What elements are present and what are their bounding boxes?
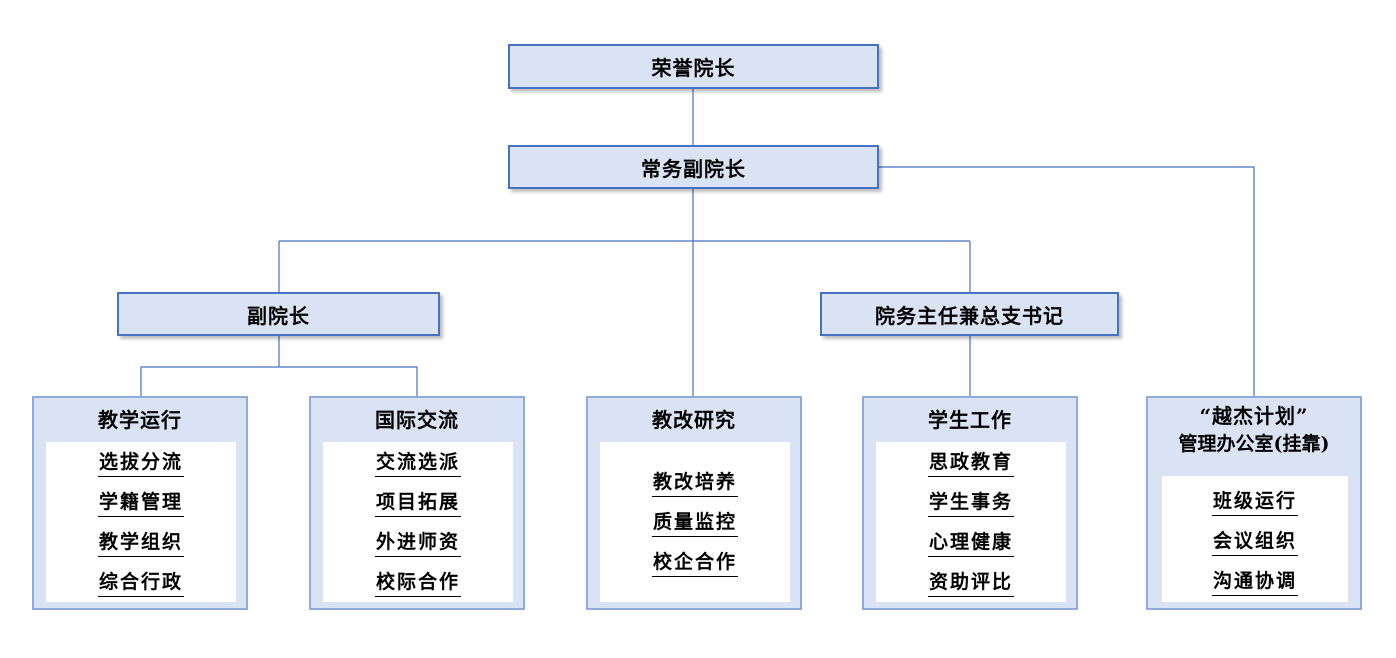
honorary-dean-box: 荣誉院长 <box>508 44 879 89</box>
dept-items-panel: 班级运行 会议组织 沟通协调 <box>1162 476 1348 602</box>
connector-executive-to-yuejie <box>879 166 1255 396</box>
dept-item: 学籍管理 <box>97 489 184 517</box>
dept-items-panel: 交流选派 项目拓展 外进师资 校际合作 <box>323 442 513 602</box>
connector-to-teaching-and-intl <box>140 366 418 396</box>
vice-dean-label: 副院长 <box>247 303 310 328</box>
dept-teaching-reform: 教改研究 教改培养 质量监控 校企合作 <box>586 396 802 610</box>
dept-item: 综合行政 <box>97 569 184 597</box>
office-director-label: 院务主任兼总支书记 <box>875 303 1064 328</box>
dept-item: 会议组织 <box>1211 528 1298 556</box>
dept-items-panel: 思政教育 学生事务 心理健康 资助评比 <box>876 442 1066 602</box>
dept-item: 校际合作 <box>374 569 461 597</box>
honorary-dean-label: 荣誉院长 <box>651 56 736 80</box>
dept-item: 质量监控 <box>651 509 738 537</box>
dept-item: 学生事务 <box>927 489 1014 517</box>
dept-title: 教改研究 <box>652 408 736 432</box>
executive-vice-dean-label: 常务副院长 <box>641 156 746 181</box>
executive-vice-dean-box: 常务副院长 <box>508 145 879 189</box>
dept-international-exchange: 国际交流 交流选派 项目拓展 外进师资 校际合作 <box>309 396 525 610</box>
dept-item: 沟通协调 <box>1211 568 1298 596</box>
dept-title-line1: “越杰计划” <box>1199 404 1309 428</box>
dept-item: 交流选派 <box>374 449 461 477</box>
dept-title-line2: 管理办公室(挂靠) <box>1178 433 1330 455</box>
dept-title: 国际交流 <box>375 408 459 432</box>
dept-item: 资助评比 <box>927 569 1014 597</box>
dept-item: 项目拓展 <box>374 489 461 517</box>
dept-teaching-operations: 教学运行 选拔分流 学籍管理 教学组织 综合行政 <box>32 396 248 610</box>
dept-item: 教学组织 <box>97 529 184 557</box>
vice-dean-box: 副院长 <box>117 292 440 336</box>
dept-items-panel: 选拔分流 学籍管理 教学组织 综合行政 <box>46 442 236 602</box>
dept-item: 校企合作 <box>651 549 738 577</box>
dept-title: 学生工作 <box>928 408 1012 432</box>
dept-student-affairs: 学生工作 思政教育 学生事务 心理健康 资助评比 <box>862 396 1078 610</box>
dept-item: 外进师资 <box>374 529 461 557</box>
dept-item: 班级运行 <box>1211 488 1298 516</box>
dept-item: 心理健康 <box>927 529 1014 557</box>
dept-title: 教学运行 <box>98 408 182 432</box>
dept-yuejie-program-office: “越杰计划” 管理办公室(挂靠) 班级运行 会议组织 沟通协调 <box>1146 396 1362 610</box>
dept-item: 思政教育 <box>927 449 1014 477</box>
dept-item: 选拔分流 <box>97 449 184 477</box>
office-director-box: 院务主任兼总支书记 <box>820 292 1119 336</box>
dept-item: 教改培养 <box>651 469 738 497</box>
dept-items-panel: 教改培养 质量监控 校企合作 <box>600 442 790 602</box>
